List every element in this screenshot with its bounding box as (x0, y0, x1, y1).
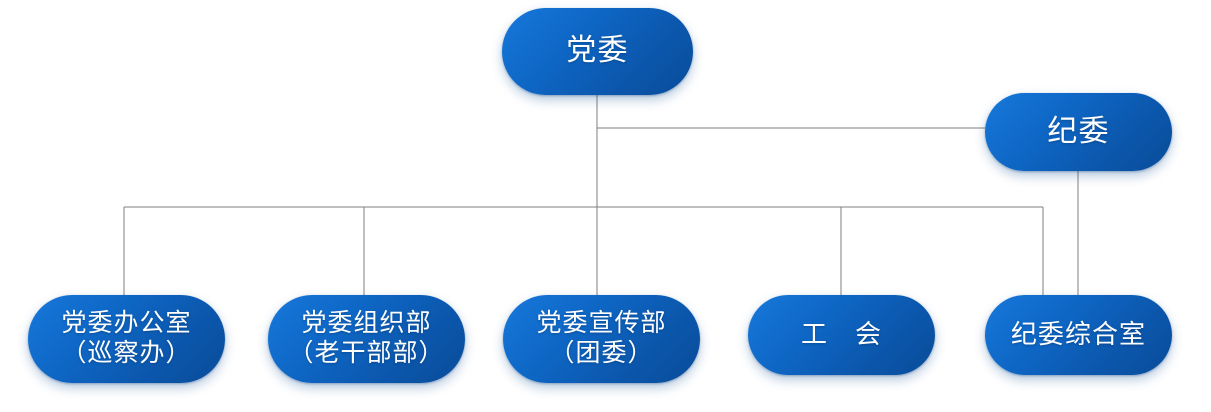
org-node-label: 党委宣传部 （团委） (536, 309, 667, 368)
org-node-jiwei-zonghe-shi[interactable]: 纪委综合室 (985, 295, 1172, 375)
org-node-dangwei-bangongshi[interactable]: 党委办公室 （巡察办） (28, 295, 225, 383)
org-node-gonghui[interactable]: 工 会 (748, 295, 935, 375)
org-node-label: 纪委综合室 (1010, 320, 1147, 350)
org-node-label: 党委组织部 （老干部部） (288, 309, 445, 368)
org-node-jiwei[interactable]: 纪委 (985, 93, 1172, 171)
org-node-label: 党委办公室 （巡察办） (61, 309, 192, 368)
org-node-label: 党委 (566, 34, 629, 68)
org-node-dangwei[interactable]: 党委 (502, 8, 693, 95)
org-node-label: 工 会 (800, 320, 883, 350)
org-node-label: 纪委 (1047, 114, 1110, 148)
org-node-dangwei-zuzhibu[interactable]: 党委组织部 （老干部部） (268, 295, 465, 383)
org-node-dangwei-xuanchuanbu[interactable]: 党委宣传部 （团委） (503, 295, 700, 383)
